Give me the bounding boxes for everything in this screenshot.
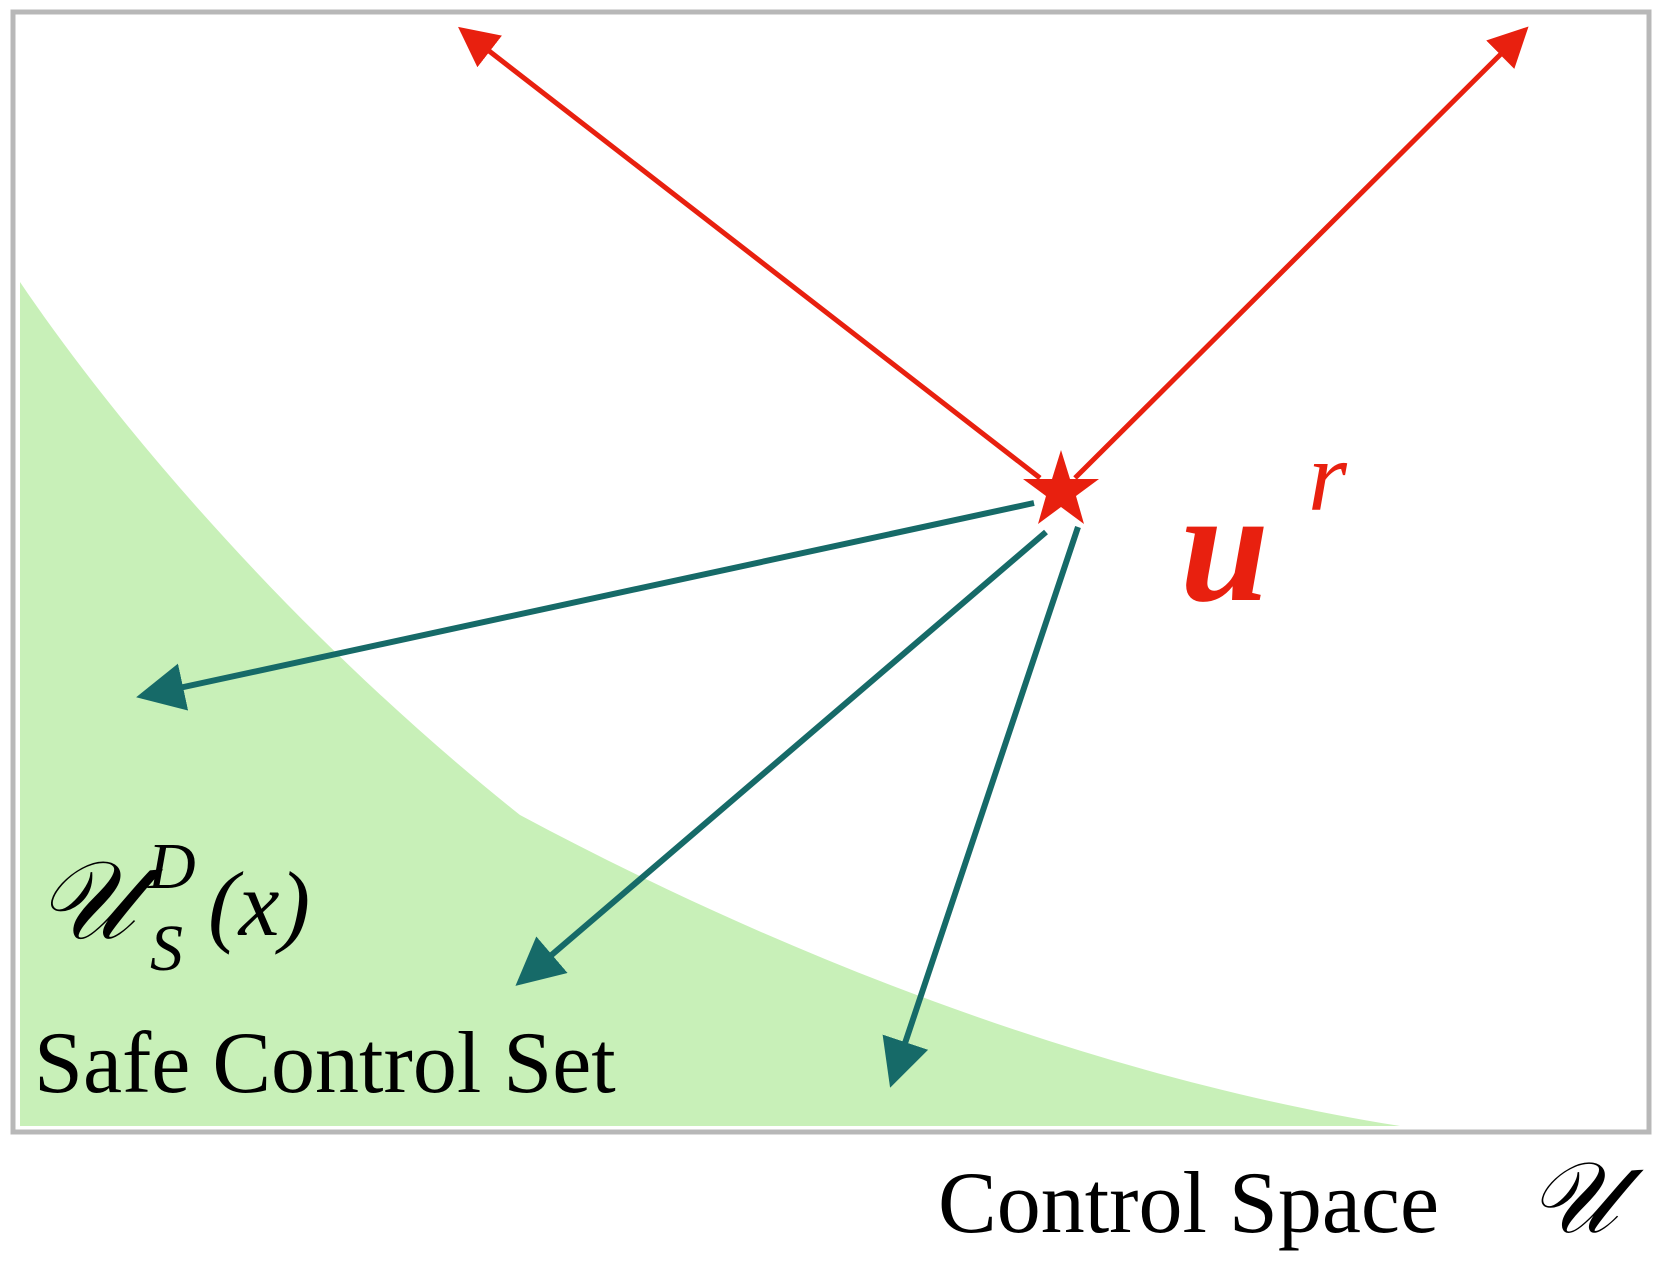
safe-direction-arrow-down-left bbox=[515, 529, 1048, 986]
control-space-label: Control Space bbox=[938, 1155, 1439, 1252]
safe-direction-arrow-left bbox=[136, 500, 1035, 711]
safe-set-argument: (x) bbox=[208, 853, 310, 955]
reference-control-superscript: r bbox=[1308, 421, 1348, 532]
safe-direction-arrow-down bbox=[882, 526, 1081, 1088]
unsafe-direction-arrow-upper-left bbox=[458, 26, 1042, 480]
safe-set-subscript: S bbox=[150, 912, 183, 985]
safe-set-superscript: D bbox=[147, 830, 196, 903]
safe-control-set-label: Safe Control Set bbox=[34, 1015, 616, 1112]
unsafe-direction-arrow-upper-right bbox=[1073, 26, 1529, 480]
safe-control-set-region bbox=[20, 282, 1400, 1126]
control-space-symbol: 𝒰 bbox=[1528, 1143, 1644, 1254]
reference-control-symbol: u bbox=[1180, 457, 1269, 635]
reference-control-star-icon bbox=[1023, 450, 1099, 524]
reference-control-base: u bbox=[1180, 457, 1269, 635]
